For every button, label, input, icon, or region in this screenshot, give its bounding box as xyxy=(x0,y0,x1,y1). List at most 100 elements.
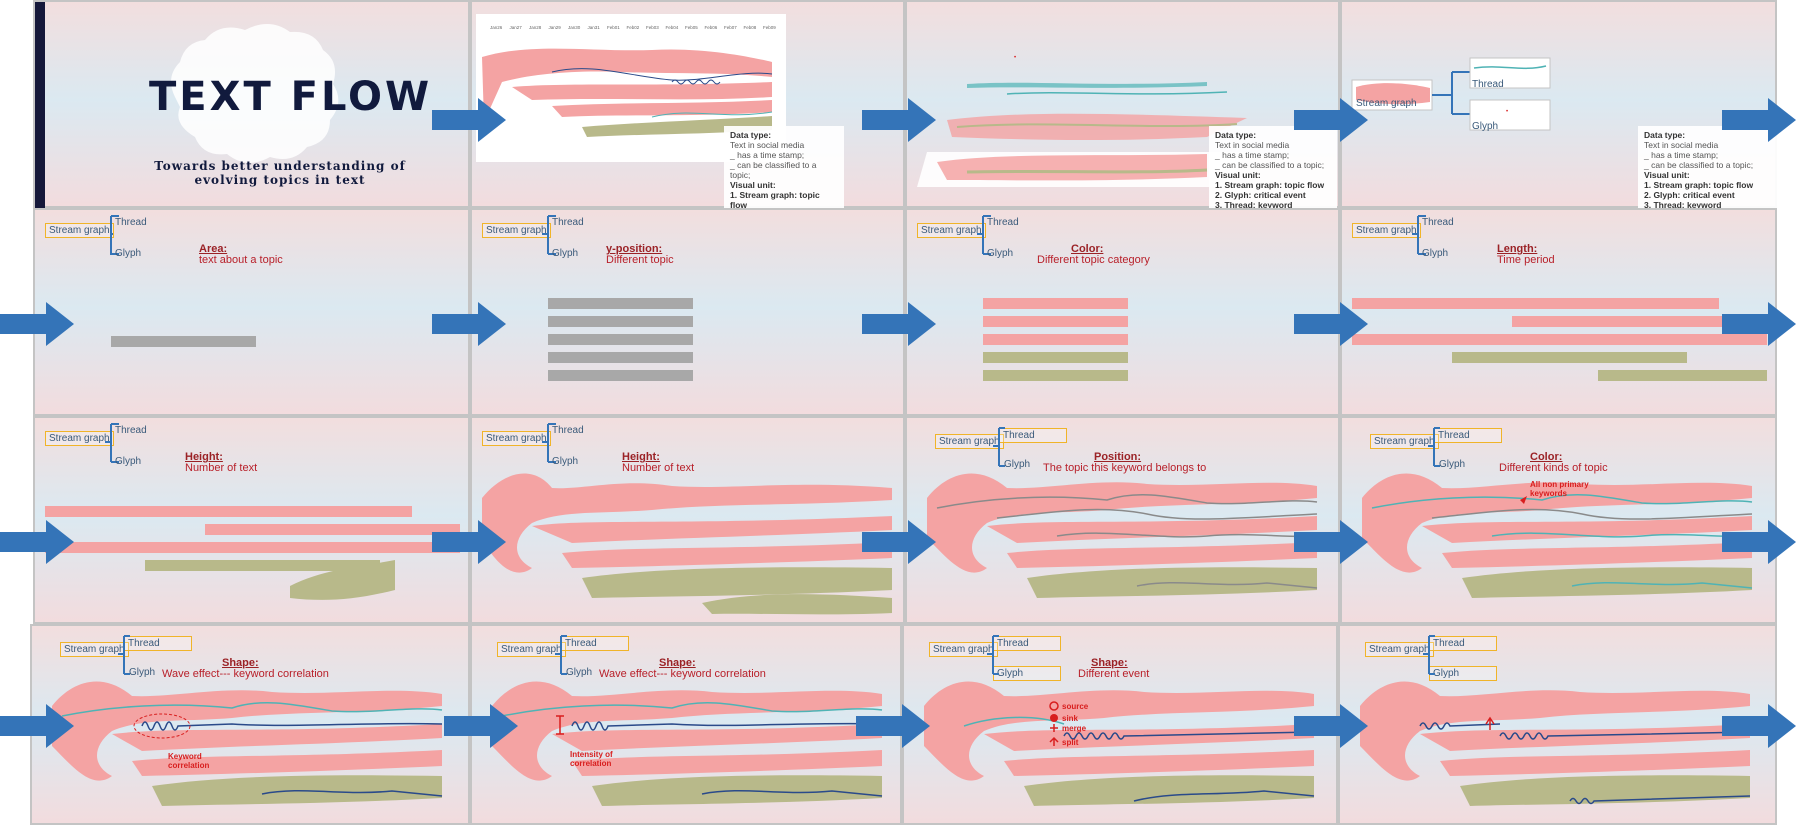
caption-title: y-position: xyxy=(606,243,663,255)
date-label: Feb08 xyxy=(744,25,757,30)
hier-stream-graph: Stream graph xyxy=(45,223,114,238)
caption-title: Shape: xyxy=(1091,657,1128,669)
glyph-source-label: source xyxy=(1062,702,1089,711)
slide-y-position: Stream graph Thread Glyph y-position: Di… xyxy=(470,208,905,416)
slide-shape-events: Stream graph Thread Glyph Shape: Differe… xyxy=(902,624,1338,825)
arrow-icon xyxy=(0,520,74,564)
hier-stream-graph: Stream graph xyxy=(482,431,551,446)
arrow-icon xyxy=(1294,520,1368,564)
hierarchy-intro-diagram: • xyxy=(1351,57,1551,131)
olive-bar xyxy=(1452,352,1687,363)
arrow-icon xyxy=(862,98,936,142)
hier-thread: Thread xyxy=(552,425,584,436)
hier-thread-highlight: Thread xyxy=(993,636,1061,651)
date-label: Feb07 xyxy=(724,25,737,30)
hier-glyph: Glyph xyxy=(129,667,156,678)
svg-text:•: • xyxy=(1014,55,1016,61)
stream-graph-intensity xyxy=(492,635,883,806)
caption-title: Height: xyxy=(185,451,223,463)
caption-sub: Different topic category xyxy=(1037,254,1150,266)
olive-bar xyxy=(1598,370,1767,381)
hier-stream-graph: Stream graph xyxy=(917,223,986,238)
date-label: Feb09 xyxy=(763,25,776,30)
hier-glyph: Glyph xyxy=(566,667,593,678)
pink-bar xyxy=(983,334,1128,345)
hier-stream-graph: Stream graph xyxy=(935,434,1004,449)
hier-glyph: Glyph xyxy=(115,248,142,259)
hier-glyph: Glyph xyxy=(115,456,142,467)
intro-thread-label: Thread xyxy=(1472,79,1504,90)
slide-position: Stream graph Thread Glyph Position: The … xyxy=(905,416,1340,624)
pink-bar xyxy=(1352,334,1767,345)
hier-glyph: Glyph xyxy=(1004,459,1031,470)
caption-sub: The topic this keyword belongs to xyxy=(1043,462,1207,474)
stream-graph-threads xyxy=(927,427,1318,598)
date-label: Feb03 xyxy=(646,25,659,30)
hier-bracket xyxy=(542,215,556,255)
caption-sub: Different topic xyxy=(606,254,674,266)
subtitle-line1: Towards better understanding of xyxy=(154,159,406,173)
hier-stream-graph: Stream graph xyxy=(497,642,566,657)
arrow-icon xyxy=(444,704,518,748)
hier-stream-graph: Stream graph xyxy=(482,223,551,238)
arrow-icon xyxy=(862,520,936,564)
caption-title: Position: xyxy=(1094,451,1142,463)
hier-bracket xyxy=(1412,215,1426,255)
date-label: Jan30 xyxy=(568,25,581,30)
slide-color-threads: Stream graph Thread Glyph Color: Differe… xyxy=(1340,416,1777,624)
title-left-bar xyxy=(35,2,45,210)
date-label: Feb06 xyxy=(705,25,718,30)
hier-thread: Thread xyxy=(115,217,147,228)
gray-bar xyxy=(548,298,693,309)
scalloped-badge xyxy=(171,23,339,163)
olive-bar xyxy=(983,370,1128,381)
gray-bar xyxy=(111,336,256,347)
slide-length: Stream graph Thread Glyph Length: Time p… xyxy=(1340,208,1777,416)
date-label: Jan31 xyxy=(588,25,601,30)
arrow-icon xyxy=(432,98,506,142)
date-label: Feb01 xyxy=(607,25,620,30)
arrow-icon xyxy=(1294,98,1368,142)
main-title: TEXT FLOW xyxy=(149,74,433,120)
intro-stream-graph-label: Stream graph xyxy=(1356,98,1417,109)
glyph-split-label: split xyxy=(1062,738,1079,747)
glyph-sink-label: sink xyxy=(1062,714,1079,723)
caption-title: Color: xyxy=(1530,451,1563,463)
arrow-icon xyxy=(1722,704,1796,748)
caption-sub: Different event xyxy=(1078,668,1150,680)
date-label: Jan29 xyxy=(549,25,562,30)
gray-bar xyxy=(548,352,693,363)
hier-glyph: Glyph xyxy=(987,248,1014,259)
hier-bracket xyxy=(110,215,119,255)
caption-sub: Wave effect--- keyword correlation xyxy=(162,668,329,680)
hier-bracket xyxy=(977,215,991,255)
arrow-icon xyxy=(1722,98,1796,142)
hier-stream-graph: Stream graph xyxy=(45,431,114,446)
pink-bar xyxy=(45,506,412,517)
slide-height-stream: Stream graph Thread Glyph Height: Number… xyxy=(470,416,905,624)
arrow-icon xyxy=(0,704,74,748)
intro-glyph-label: Glyph xyxy=(1472,121,1499,132)
svg-text:•: • xyxy=(1506,109,1508,115)
arrow-icon xyxy=(432,302,506,346)
slide-layers: • Data type: Text in social media _ has … xyxy=(905,0,1340,210)
caption-title: Shape: xyxy=(659,657,696,669)
arrow-icon xyxy=(1722,302,1796,346)
caption-title: Length: xyxy=(1497,243,1538,255)
hier-stream-graph: Stream graph xyxy=(60,642,129,657)
pink-bar xyxy=(983,298,1128,309)
pink-bar xyxy=(1512,316,1767,327)
hier-stream-graph: Stream graph xyxy=(929,642,998,657)
arrow-icon xyxy=(1722,520,1796,564)
arrow-icon xyxy=(0,302,74,346)
hier-glyph: Glyph xyxy=(552,456,579,467)
slide-area: Stream graph Thread Glyph Area: text abo… xyxy=(33,208,470,416)
slide-final: Stream graph Thread Glyph xyxy=(1338,624,1777,825)
datacard-2: Data type: Text in social media _ has a … xyxy=(1209,126,1337,210)
hier-glyph: Glyph xyxy=(552,248,579,259)
date-label: Feb05 xyxy=(685,25,698,30)
